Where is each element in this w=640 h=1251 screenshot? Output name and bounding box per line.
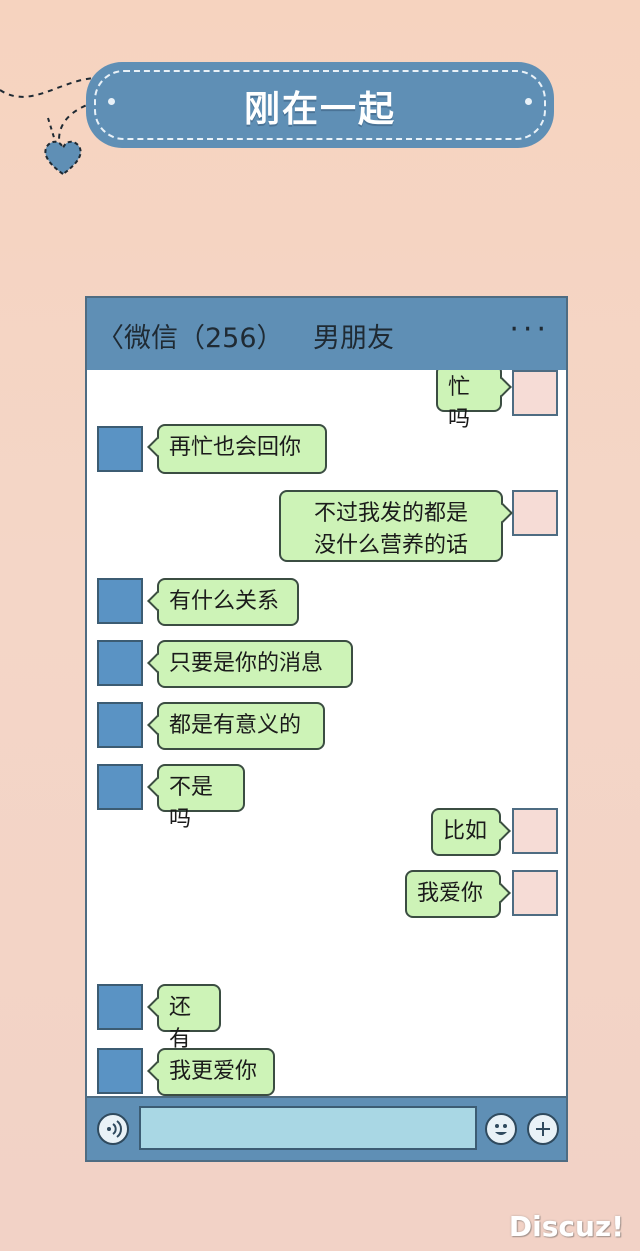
contact-avatar: [97, 426, 143, 472]
my-avatar: [512, 870, 558, 916]
back-button[interactable]: 〈微信（256）: [97, 323, 284, 354]
contact-avatar: [97, 1048, 143, 1094]
contact-avatar: [97, 702, 143, 748]
message-bubble: 还有: [157, 984, 221, 1052]
my-avatar: [512, 490, 558, 536]
heart-icon: [44, 140, 82, 176]
my-avatar: [512, 370, 558, 416]
plus-icon[interactable]: [527, 1113, 559, 1145]
watermark: Discuz!: [508, 1210, 624, 1243]
more-options-icon[interactable]: ···: [509, 312, 550, 347]
message-list: 忙吗 再忙也会回你 不过我发的都是 没什么营养的话 有什么关系 只要是你的消息 …: [87, 370, 566, 1098]
message-bubble: 都是有意义的: [157, 702, 325, 750]
heart-string-decoration: [0, 77, 96, 149]
message-input[interactable]: [139, 1106, 477, 1150]
chat-title: 男朋友: [313, 323, 394, 354]
chat-header: 〈微信（256） 男朋友 ···: [87, 298, 566, 372]
emoji-icon[interactable]: [485, 1113, 517, 1145]
message-bubble: 只要是你的消息: [157, 640, 353, 688]
contact-avatar: [97, 984, 143, 1030]
message-bubble: 不是吗: [157, 764, 245, 832]
message-bubble: 再忙也会回你: [157, 424, 327, 474]
banner-pill: 刚在一起: [86, 62, 554, 148]
message-bubble: 有什么关系: [157, 578, 299, 626]
message-bubble: 我爱你: [405, 870, 501, 918]
contact-avatar: [97, 578, 143, 624]
message-bubble: 不过我发的都是 没什么营养的话: [279, 490, 503, 562]
chat-window: 〈微信（256） 男朋友 ··· 忙吗 再忙也会回你 不过我发的都是 没什么营养…: [85, 296, 568, 1162]
contact-avatar: [97, 640, 143, 686]
message-bubble: 比如: [431, 808, 501, 856]
contact-avatar: [97, 764, 143, 810]
message-bubble: 忙吗: [436, 370, 502, 432]
banner-title: 刚在一起: [243, 89, 396, 130]
message-bubble: 我更爱你: [157, 1048, 275, 1096]
voice-icon[interactable]: [97, 1113, 129, 1145]
title-banner: 刚在一起: [0, 40, 640, 200]
my-avatar: [512, 808, 558, 854]
input-bar: [87, 1096, 566, 1160]
